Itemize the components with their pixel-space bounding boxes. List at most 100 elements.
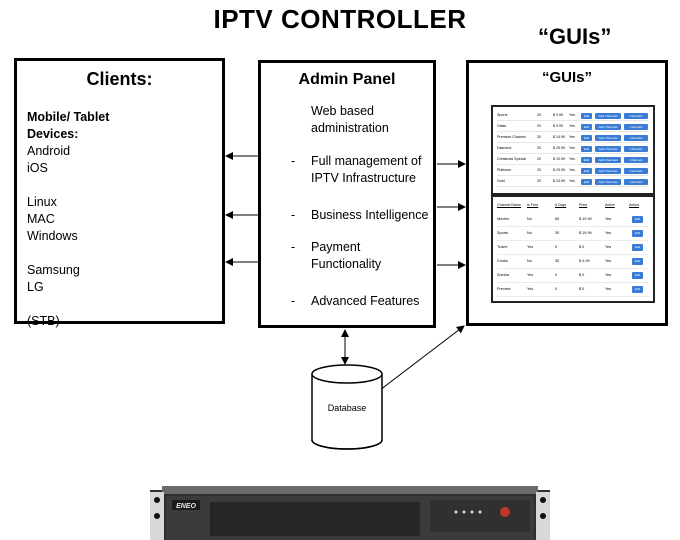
add-channels-button[interactable]: Add Channels bbox=[595, 156, 621, 163]
table-cell: $ 9.99 bbox=[553, 113, 563, 117]
edit-button[interactable]: Edit bbox=[632, 258, 643, 265]
table-cell: 60 bbox=[555, 217, 560, 221]
table-cell: $ 0 bbox=[579, 245, 585, 249]
client-line: Linux bbox=[27, 195, 57, 209]
channels-button[interactable]: Channels bbox=[624, 156, 648, 163]
table-cell: 20 bbox=[537, 135, 541, 139]
table-cell: Yes bbox=[605, 287, 612, 291]
client-line: Samsung bbox=[27, 263, 80, 277]
table-cell: 0 bbox=[555, 273, 558, 277]
column-header: Price bbox=[579, 203, 588, 207]
admin-feature-text: Business Intelligence bbox=[311, 207, 429, 224]
table-cell: 20 bbox=[537, 146, 541, 150]
table-cell: Sports bbox=[497, 113, 508, 117]
edit-button[interactable]: Edit bbox=[581, 178, 592, 185]
table-cell: Yes bbox=[569, 146, 575, 150]
edit-button[interactable]: Edit bbox=[581, 145, 592, 152]
edit-button[interactable]: Edit bbox=[632, 216, 643, 223]
table-cell: 20 bbox=[537, 113, 541, 117]
table-cell: 20 bbox=[537, 124, 541, 128]
bullet-dash: - bbox=[291, 294, 296, 308]
client-line: LG bbox=[27, 280, 44, 294]
bullet-dash: - bbox=[291, 208, 296, 222]
table-cell: 0 bbox=[555, 245, 558, 249]
add-channels-button[interactable]: Add Channels bbox=[595, 145, 621, 152]
table-cell: $ 19.99 bbox=[579, 231, 592, 235]
table-cell: $ 0 bbox=[579, 273, 585, 277]
client-line: Android bbox=[27, 144, 71, 158]
table-cell: Yes bbox=[605, 273, 612, 277]
edit-button[interactable]: Edit bbox=[581, 156, 592, 163]
edit-button[interactable]: Edit bbox=[581, 134, 592, 141]
table-cell: $ 29.99 bbox=[553, 146, 565, 150]
table-cell: Movies bbox=[497, 217, 510, 221]
column-header: Active bbox=[605, 203, 615, 207]
add-channels-button[interactable]: Add Channels bbox=[595, 178, 621, 185]
table-cell: Yes bbox=[605, 245, 612, 249]
channels-button[interactable]: Channels bbox=[624, 167, 648, 174]
clients-heading: Clients: bbox=[86, 69, 153, 89]
table-cell: Yes bbox=[569, 179, 575, 183]
table-cell: $ 24.99 bbox=[553, 179, 565, 183]
edit-button[interactable]: Edit bbox=[581, 167, 592, 174]
table-cell: Yes bbox=[605, 217, 612, 221]
column-header: Is Free bbox=[527, 203, 539, 207]
edit-button[interactable]: Edit bbox=[632, 286, 643, 293]
table-cell: Christmas Special bbox=[497, 157, 526, 161]
table-cell: 20 bbox=[537, 168, 541, 172]
table-cell: No bbox=[527, 259, 532, 263]
edit-button[interactable]: Edit bbox=[581, 112, 592, 119]
admin-panel-heading: Admin Panel bbox=[298, 71, 396, 88]
table-cell: Yes bbox=[527, 245, 534, 249]
admin-feature-line: Payment bbox=[311, 240, 361, 254]
channels-button[interactable]: Channels bbox=[624, 134, 648, 141]
table-cell: Gold bbox=[497, 179, 505, 183]
channels-button[interactable]: Channels bbox=[624, 112, 648, 119]
server-brand-logo: ENEO bbox=[176, 503, 196, 510]
arrow-database-to-guis bbox=[379, 325, 465, 391]
table-cell: Yes bbox=[569, 113, 575, 117]
table-cell: No bbox=[527, 217, 532, 221]
table-cell: Platinum bbox=[497, 168, 511, 172]
edit-button[interactable]: Edit bbox=[632, 272, 643, 279]
channels-button[interactable]: Channels bbox=[624, 178, 648, 185]
bullet-dash: - bbox=[291, 240, 296, 254]
column-header: # Days bbox=[555, 203, 567, 207]
edit-button[interactable]: Edit bbox=[632, 230, 643, 237]
table-cell: Sports bbox=[497, 231, 508, 235]
admin-feature-line: Business Intelligence bbox=[311, 208, 429, 222]
table-cell: Yes bbox=[569, 135, 575, 139]
add-channels-button[interactable]: Add Channels bbox=[595, 112, 621, 119]
edit-button[interactable]: Edit bbox=[632, 244, 643, 251]
channels-button[interactable]: Channels bbox=[624, 145, 648, 152]
database-label: Database bbox=[328, 403, 367, 413]
table-cell: Premium Channel bbox=[497, 135, 526, 139]
table-cell: Cooks bbox=[497, 259, 508, 263]
client-line: Devices: bbox=[27, 127, 79, 141]
add-channels-button[interactable]: Add Channels bbox=[595, 167, 621, 174]
guis-top-label: “GUIs” bbox=[538, 24, 612, 49]
edit-button[interactable]: Edit bbox=[581, 123, 592, 130]
table-cell: Travel bbox=[497, 245, 508, 249]
add-channels-button[interactable]: Add Channels bbox=[595, 134, 621, 141]
add-channels-button[interactable]: Add Channels bbox=[595, 123, 621, 130]
admin-feature-line: Full management of bbox=[311, 154, 422, 168]
diagram-title: IPTV CONTROLLER bbox=[213, 4, 467, 34]
table-cell: Yes bbox=[605, 231, 612, 235]
table-cell: Diamond bbox=[497, 146, 512, 150]
client-line: Windows bbox=[27, 229, 78, 243]
client-line: iOS bbox=[27, 161, 48, 175]
column-header: Action bbox=[629, 203, 639, 207]
table-cell: $ 29.99 bbox=[553, 168, 565, 172]
channels-button[interactable]: Channels bbox=[624, 123, 648, 130]
